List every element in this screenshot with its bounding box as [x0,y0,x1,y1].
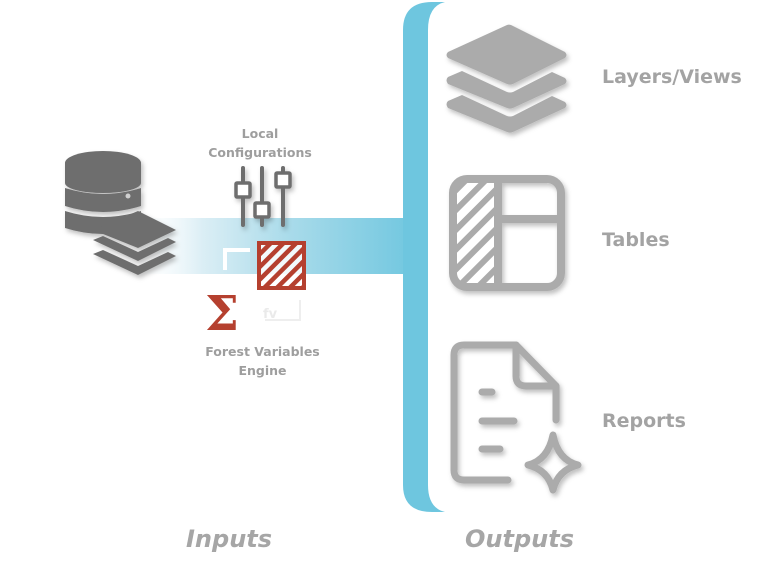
local-config-label: Local Configurations [208,126,312,160]
output-label-reports: Reports [602,410,686,432]
layers-icon [446,24,567,133]
engine-label: Forest Variables Engine [205,344,320,378]
outputs-section-label: Outputs [465,525,574,553]
sigma-fv-icon: fv Σ [205,248,301,342]
inputs-section-label: Inputs [186,525,273,553]
database-with-layers-icon [65,151,176,275]
hatched-square-icon [257,241,306,290]
sliders-icon [234,166,292,227]
output-label-layers: Layers/Views [602,66,742,88]
svg-text:fv: fv [263,307,278,322]
output-bracket [403,2,445,512]
table-icon [449,175,565,291]
output-label-tables: Tables [602,229,670,251]
svg-text:Σ: Σ [205,286,239,342]
report-sparkle-icon [450,341,582,494]
